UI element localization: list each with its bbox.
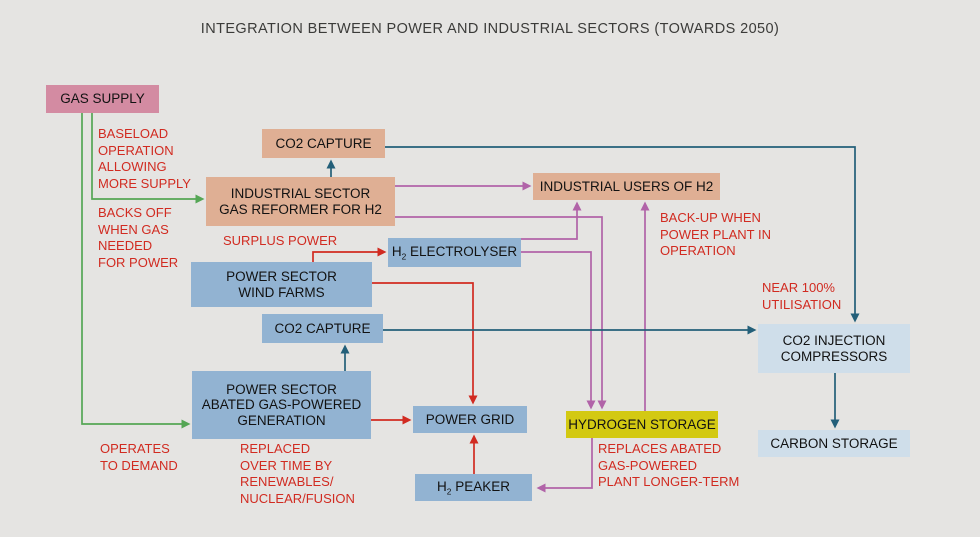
box-gas-reformer: INDUSTRIAL SECTOR GAS REFORMER FOR H2 bbox=[206, 177, 395, 226]
box-power-grid: POWER GRID bbox=[413, 406, 527, 433]
arrow-hydrogen-storage-to-h2-peaker bbox=[536, 438, 593, 493]
box-co2-capture-industrial: CO2 CAPTURE bbox=[262, 129, 385, 158]
box-industrial-users: INDUSTRIAL USERS OF H2 bbox=[533, 173, 720, 200]
box-h2-electrolyser-label: H2 ELECTROLYSER bbox=[391, 243, 518, 262]
box-carbon-storage-label: CARBON STORAGE bbox=[770, 435, 898, 451]
box-co2-capture-industrial-label: CO2 CAPTURE bbox=[275, 135, 372, 151]
note-backup: BACK-UP WHEN POWER PLANT IN OPERATION bbox=[660, 210, 772, 258]
box-co2-injection-compressors: CO2 INJECTION COMPRESSORS bbox=[758, 324, 910, 373]
box-industrial-users-label: INDUSTRIAL USERS OF H2 bbox=[539, 178, 714, 194]
diagram-title: INTEGRATION BETWEEN POWER AND INDUSTRIAL… bbox=[200, 21, 780, 37]
box-hydrogen-storage-label: HYDROGEN STORAGE bbox=[568, 416, 716, 432]
box-gas-reformer-label: INDUSTRIAL SECTOR GAS REFORMER FOR H2 bbox=[219, 186, 382, 217]
box-carbon-storage: CARBON STORAGE bbox=[758, 430, 910, 457]
box-abated-generation: POWER SECTOR ABATED GAS-POWERED GENERATI… bbox=[192, 371, 371, 439]
note-operates: OPERATES TO DEMAND bbox=[100, 441, 178, 473]
box-h2-peaker: H2 PEAKER bbox=[415, 474, 532, 501]
box-wind-farms-label: POWER SECTOR WIND FARMS bbox=[226, 269, 337, 300]
box-co2-injection-compressors-label: CO2 INJECTION COMPRESSORS bbox=[780, 333, 888, 364]
arrow-electrolyser-to-industrial-users bbox=[521, 201, 582, 240]
note-surplus-power: SURPLUS POWER bbox=[223, 233, 338, 248]
arrow-wind-farms-to-power-grid bbox=[372, 282, 478, 405]
note-replaces: REPLACES ABATED GAS-POWERED PLANT LONGER… bbox=[598, 441, 740, 489]
box-wind-farms: POWER SECTOR WIND FARMS bbox=[191, 262, 372, 307]
arrow-electrolyser-to-hydrogen-storage bbox=[521, 251, 596, 410]
box-h2-electrolyser: H2 ELECTROLYSER bbox=[388, 238, 521, 267]
box-gas-supply: GAS SUPPLY bbox=[46, 85, 159, 113]
box-gas-supply-label: GAS SUPPLY bbox=[60, 91, 145, 107]
box-abated-generation-label: POWER SECTOR ABATED GAS-POWERED GENERATI… bbox=[201, 381, 362, 428]
note-near-100: NEAR 100% UTILISATION bbox=[762, 280, 842, 312]
box-co2-capture-power: CO2 CAPTURE bbox=[262, 314, 383, 343]
arrow-wind-farms-to-electrolyser bbox=[312, 247, 387, 262]
box-h2-peaker-label: H2 PEAKER bbox=[437, 478, 510, 497]
note-baseload: BASELOAD OPERATION ALLOWING MORE SUPPLY bbox=[98, 126, 191, 191]
box-co2-capture-power-label: CO2 CAPTURE bbox=[274, 320, 371, 336]
box-power-grid-label: POWER GRID bbox=[425, 411, 515, 427]
box-hydrogen-storage: HYDROGEN STORAGE bbox=[566, 411, 718, 438]
note-backs-off: BACKS OFF WHEN GAS NEEDED FOR POWER bbox=[98, 205, 179, 270]
note-replaced: REPLACED OVER TIME BY RENEWABLES/ NUCLEA… bbox=[240, 441, 355, 506]
